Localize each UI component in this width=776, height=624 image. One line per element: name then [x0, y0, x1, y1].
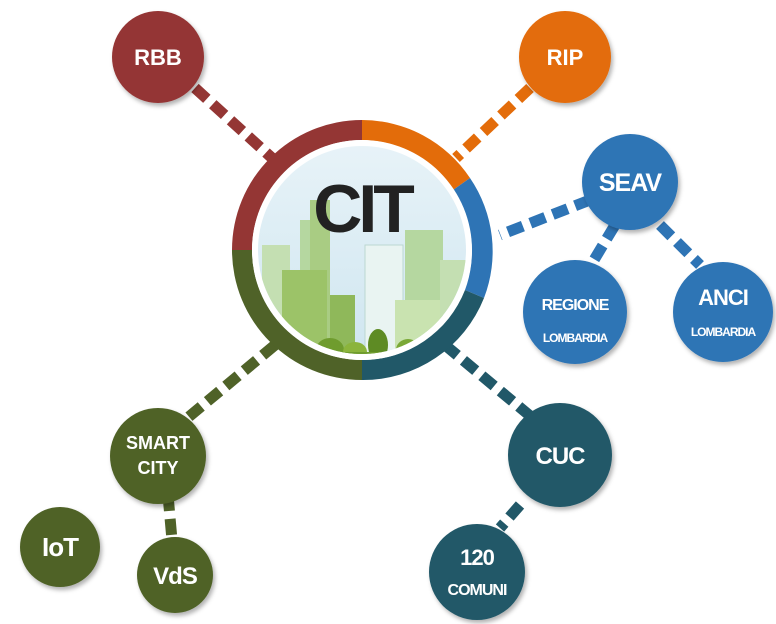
connector-rip	[452, 84, 534, 162]
connector-smart-city	[181, 340, 279, 425]
node-seav: SEAV	[582, 134, 678, 230]
ring-segment-orange	[362, 120, 470, 190]
node-comuni-line1: 120	[460, 545, 494, 570]
hub-label: CIT	[313, 171, 414, 247]
node-smart-city-line2: CITY	[137, 458, 178, 478]
connector-seav	[498, 194, 592, 241]
node-anci-line1: ANCI	[698, 285, 748, 310]
ring-segment-teal	[362, 290, 484, 381]
node-comuni: 120 COMUNI	[429, 524, 525, 620]
node-rip-label: RIP	[547, 45, 584, 70]
node-anci-line2: LOMBARDIA	[691, 325, 757, 339]
node-anci: ANCI LOMBARDIA	[673, 262, 773, 362]
node-smart-city: SMART CITY	[110, 408, 206, 504]
connector-cuc	[441, 340, 539, 425]
node-iot-label: IoT	[42, 532, 79, 562]
node-regione: REGIONE LOMBARDIA	[523, 260, 627, 364]
node-seav-label: SEAV	[599, 169, 663, 197]
node-comuni-line2: COMUNI	[448, 582, 507, 599]
node-smart-city-line1: SMART	[126, 433, 190, 453]
connector-anci	[656, 221, 704, 269]
node-regione-line1: REGIONE	[542, 297, 610, 314]
hub: CIT	[232, 120, 493, 381]
city-illustration	[258, 146, 466, 354]
node-rbb-label: RBB	[134, 45, 182, 70]
node-vds: VdS	[137, 537, 213, 613]
ring-segment-red	[232, 120, 362, 250]
node-cuc-label: CUC	[536, 443, 586, 470]
node-rbb: RBB	[112, 11, 204, 103]
connector-rbb	[191, 83, 276, 163]
node-rip: RIP	[519, 11, 611, 103]
node-vds-label: VdS	[153, 563, 198, 590]
ring-segment-green	[232, 250, 362, 380]
node-cuc: CUC	[508, 403, 612, 507]
node-iot: IoT	[20, 507, 100, 587]
connector-comuni	[495, 501, 525, 532]
node-regione-line2: LOMBARDIA	[543, 331, 609, 345]
